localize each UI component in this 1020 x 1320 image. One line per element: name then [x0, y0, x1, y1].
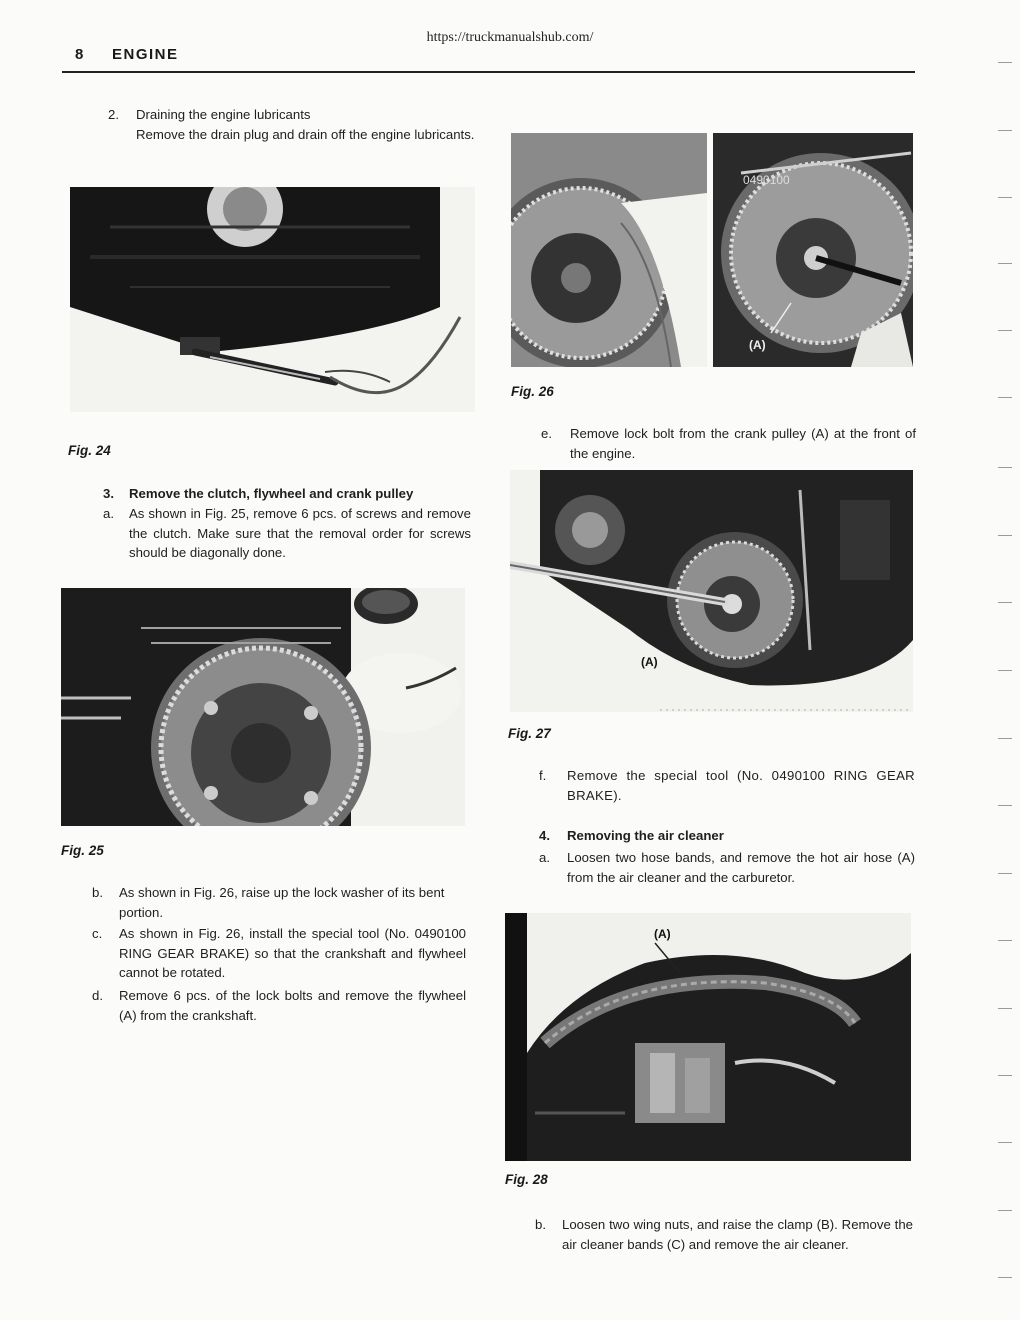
fig-25-photo — [61, 588, 465, 826]
step-letter: b. — [535, 1217, 546, 1232]
step-title: Remove the clutch, flywheel and crank pu… — [129, 486, 414, 501]
step-text: Remove the drain plug and drain off the … — [136, 126, 475, 142]
step-letter: f. — [539, 768, 547, 783]
page-number: 8 — [75, 46, 85, 63]
step-text: Loosen two wing nuts, and raise the clam… — [562, 1217, 913, 1252]
step-letter: a. — [103, 506, 114, 521]
fig-27-photo: (A) — [510, 470, 913, 712]
fig-27-label: Fig. 27 — [508, 726, 551, 741]
fig-26-stamp: 0490100 — [743, 173, 790, 187]
source-url[interactable]: https://truckmanualshub.com/ — [426, 30, 594, 45]
fig-24-label: Fig. 24 — [68, 443, 111, 458]
fig-26-photo: 0490100 (A) — [511, 133, 913, 367]
step-text: As shown in Fig. 26, raise up the lock w… — [119, 885, 445, 920]
fig-27-callout: (A) — [641, 655, 658, 669]
step-letter: d. — [92, 988, 103, 1003]
fig-28-label: Fig. 28 — [505, 1172, 548, 1187]
fig-25-label: Fig. 25 — [61, 843, 104, 858]
binding-marks — [992, 0, 1012, 1320]
step-letter: b. — [92, 885, 103, 900]
step-text: As shown in Fig. 26, install the special… — [119, 926, 466, 980]
step-number: 3. — [103, 486, 114, 501]
step-letter: e. — [541, 426, 552, 441]
step-text: Loosen two hose bands, and remove the ho… — [567, 850, 915, 885]
step-letter: a. — [539, 850, 550, 865]
step-title: Draining the engine lubricants — [136, 107, 311, 122]
step-number: 4. — [539, 828, 550, 843]
step-text: Remove lock bolt from the crank pulley (… — [570, 426, 916, 461]
step-number: 2. — [108, 107, 119, 122]
fig-24-photo — [70, 187, 475, 412]
fig-28-callout: (A) — [654, 927, 671, 941]
fig-26-callout: (A) — [749, 338, 766, 352]
fig-28-photo: (A) — [505, 913, 911, 1161]
header-rule — [62, 71, 915, 73]
section-title: ENGINE — [112, 46, 179, 63]
fig-26-label: Fig. 26 — [511, 384, 554, 399]
step-letter: c. — [92, 926, 103, 941]
step-text: Remove the special tool (No. 0490100 RIN… — [567, 768, 915, 803]
step-title: Removing the air cleaner — [567, 828, 724, 843]
step-text: As shown in Fig. 25, remove 6 pcs. of sc… — [129, 506, 471, 560]
step-text: Remove 6 pcs. of the lock bolts and remo… — [119, 988, 466, 1023]
